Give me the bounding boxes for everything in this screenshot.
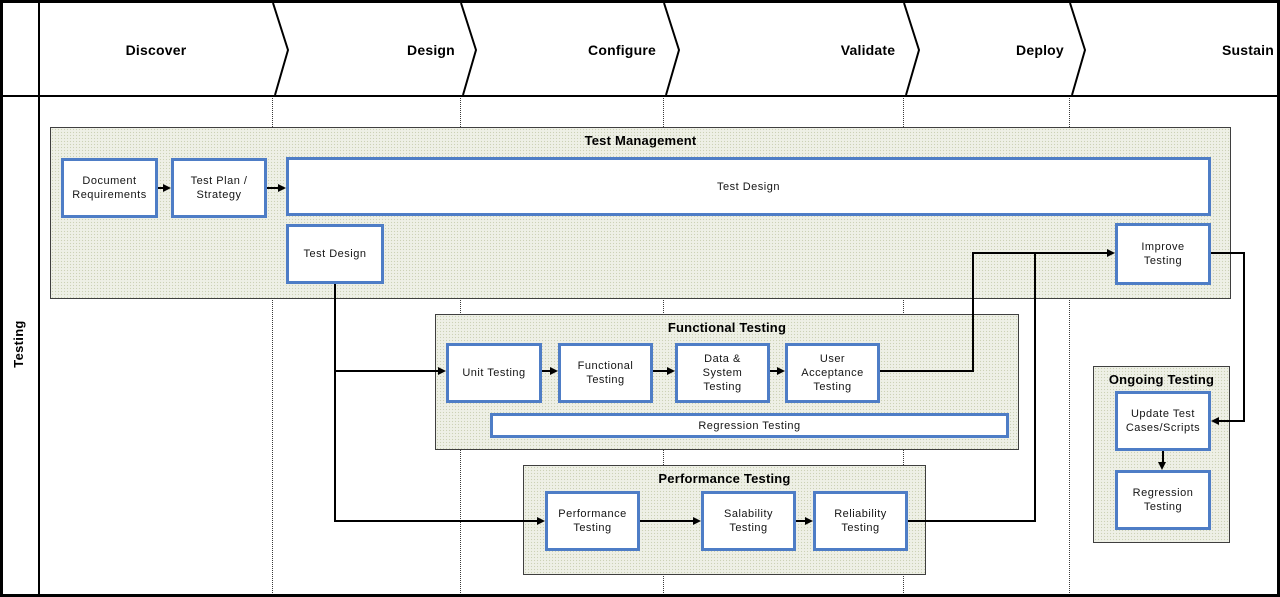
connector-datasystem-useracceptance	[770, 370, 778, 372]
node-improve-testing: Improve Testing	[1115, 223, 1211, 285]
node-data-system-testing: Data & System Testing	[675, 343, 770, 403]
arrowhead	[805, 517, 813, 525]
connector-testplan-testdesign	[267, 187, 279, 189]
phase-label-sustain: Sustain	[1222, 42, 1274, 58]
group-title-performance-testing: Performance Testing	[658, 471, 791, 486]
phase-chevron-separators	[272, 3, 1087, 96]
node-test-plan-strategy: Test Plan / Strategy	[171, 158, 267, 218]
node-test-design: Test Design	[286, 224, 384, 284]
group-title-functional-testing: Functional Testing	[667, 320, 787, 335]
connector-salability-reliability	[796, 520, 806, 522]
arrowhead	[667, 367, 675, 375]
group-title-ongoing-testing: Ongoing Testing	[1108, 372, 1215, 387]
connector-functional-datasystem	[653, 370, 668, 372]
phase-label-discover: Discover	[125, 42, 187, 58]
connector-performance-salability	[640, 520, 694, 522]
arrowhead	[537, 517, 545, 525]
testing-lane-label: Testing	[11, 320, 26, 368]
node-regression-testing-functional: Regression Testing	[490, 413, 1009, 438]
arrowhead	[777, 367, 785, 375]
connector-update-regression	[1162, 451, 1164, 463]
arrowhead	[278, 184, 286, 192]
phase-label-configure: Configure	[588, 42, 656, 58]
connector-unit-functional	[542, 370, 551, 372]
phase-label-deploy: Deploy	[1016, 42, 1064, 58]
node-test-design-wide: Test Design	[286, 157, 1211, 216]
phase-label-design: Design	[407, 42, 455, 58]
phase-label-validate: Validate	[840, 42, 896, 58]
connector-to-unit-testing	[334, 370, 438, 372]
arrowhead	[1158, 462, 1166, 470]
connector-docreq-testplan	[158, 187, 165, 189]
arrowhead	[693, 517, 701, 525]
arrowhead	[550, 367, 558, 375]
node-regression-testing-ongoing: Regression Testing	[1115, 470, 1211, 530]
lane-divider	[38, 3, 40, 594]
node-user-acceptance-testing: User Acceptance Testing	[785, 343, 880, 403]
node-update-test-cases: Update Test Cases/Scripts	[1115, 391, 1211, 451]
connector-useracceptance-out	[880, 370, 974, 372]
arrowhead	[163, 184, 171, 192]
node-performance-testing: Performance Testing	[545, 491, 640, 551]
phase-boundary-dotline	[272, 98, 273, 594]
connector-reliability-up	[1034, 252, 1036, 522]
node-unit-testing: Unit Testing	[446, 343, 542, 403]
connector-testdesign-vertical	[334, 284, 336, 522]
connector-reliability-out	[908, 520, 1036, 522]
connector-into-updatecases	[1219, 420, 1244, 422]
node-document-requirements: Document Requirements	[61, 158, 158, 218]
arrowhead	[1107, 249, 1115, 257]
connector-improve-down	[1243, 252, 1245, 422]
connector-into-improve	[972, 252, 1108, 254]
group-title-test-management: Test Management	[584, 133, 697, 148]
phase-boundary-dotline	[1069, 98, 1070, 594]
connector-to-performance-testing	[334, 520, 537, 522]
header-divider	[3, 95, 1277, 97]
node-reliability-testing: Reliability Testing	[813, 491, 908, 551]
connector-up-to-improve	[972, 252, 974, 372]
connector-improve-out	[1211, 252, 1245, 254]
arrowhead	[438, 367, 446, 375]
arrowhead	[1211, 417, 1219, 425]
node-functional-testing: Functional Testing	[558, 343, 653, 403]
node-salability-testing: Salability Testing	[701, 491, 796, 551]
